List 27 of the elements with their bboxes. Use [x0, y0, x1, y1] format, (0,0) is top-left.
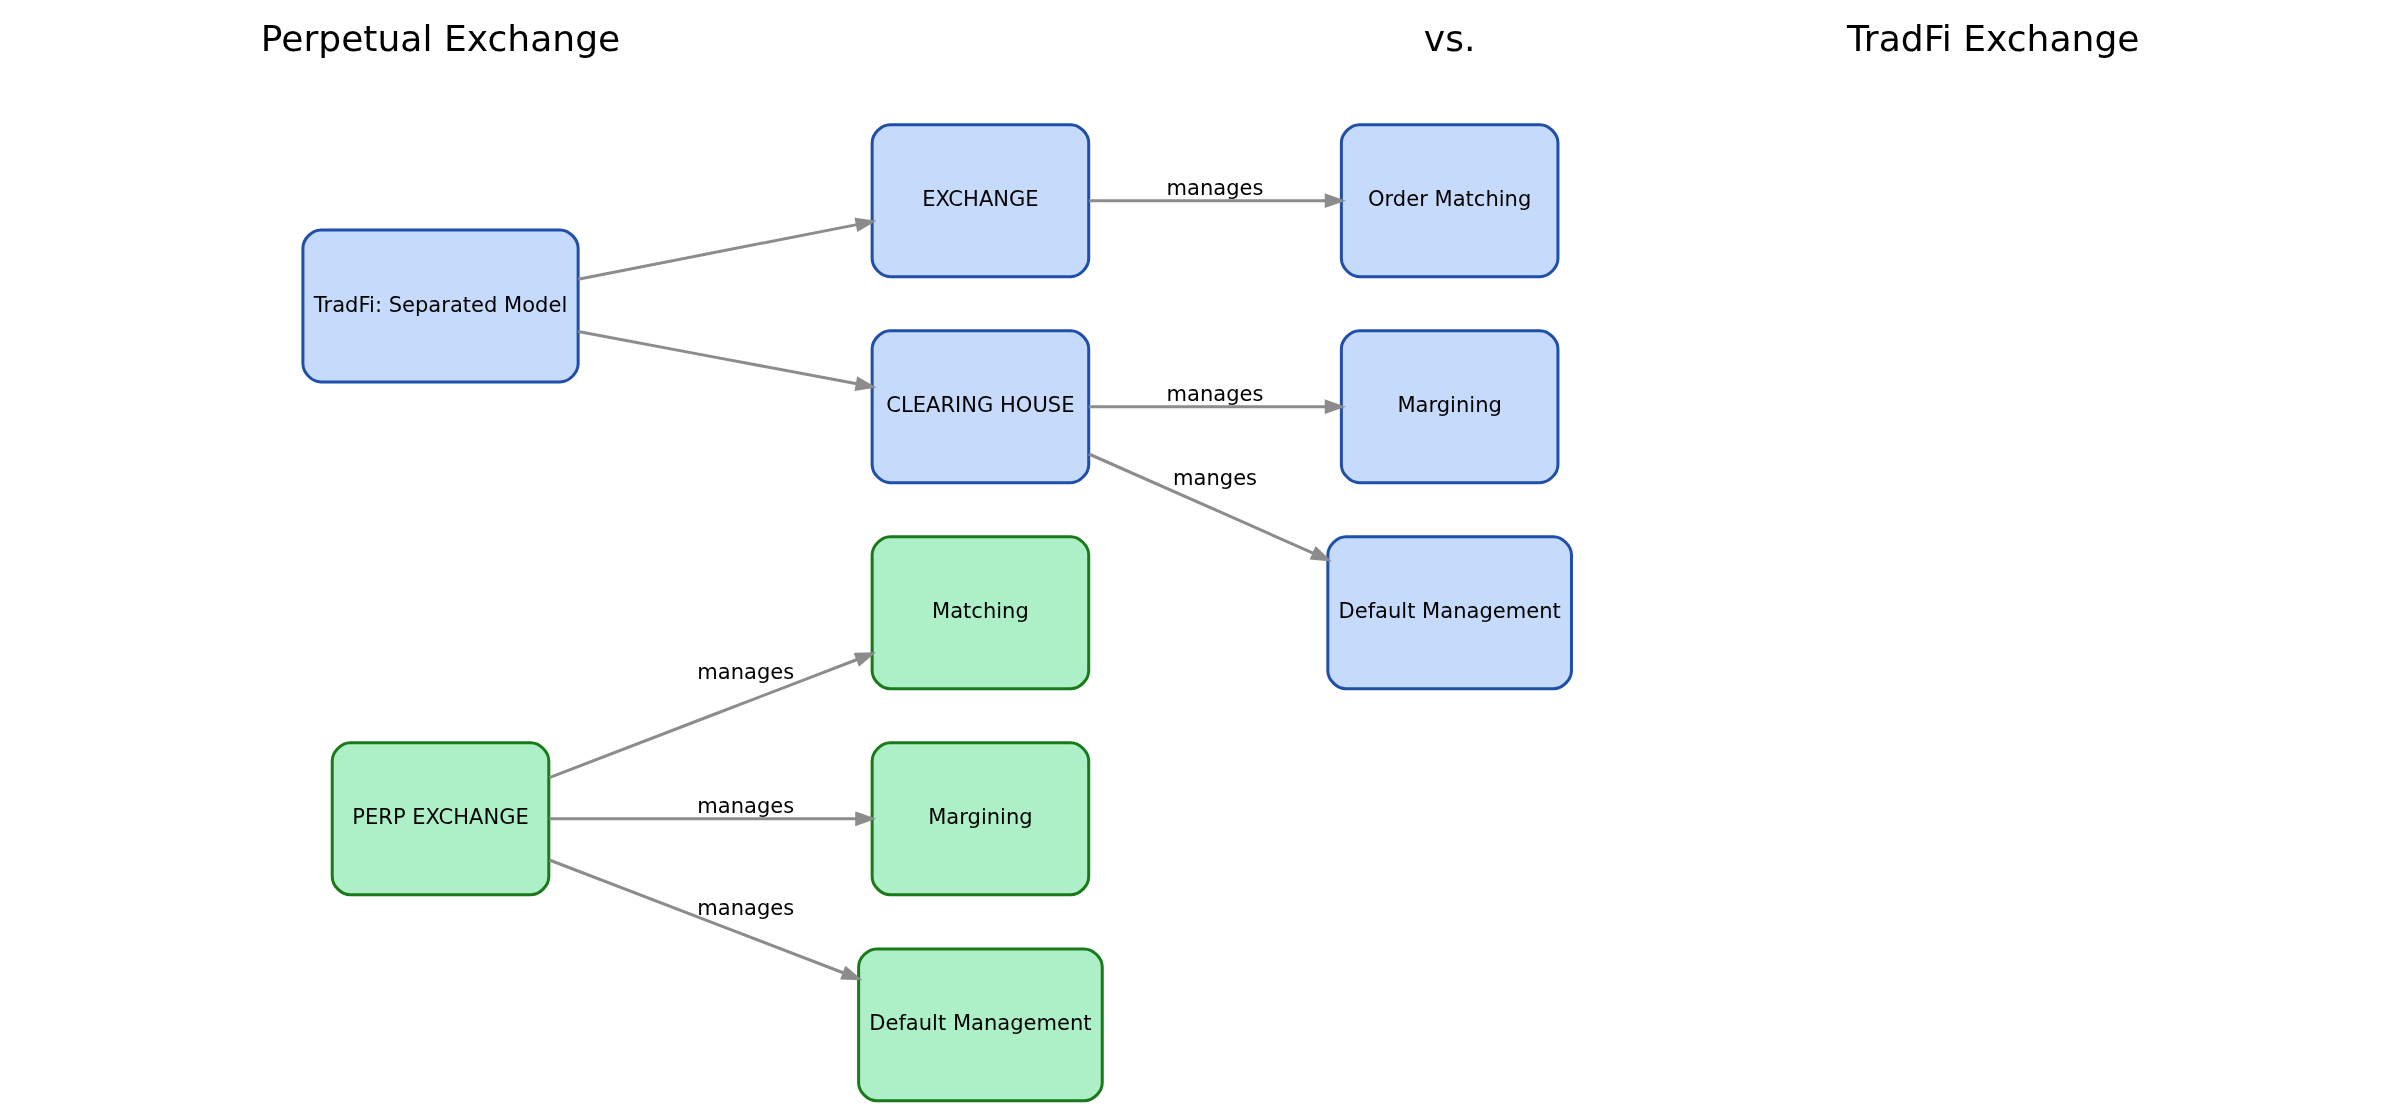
arrow [548, 652, 876, 779]
edge-label: manages [697, 659, 795, 685]
node-box: EXCHANGE [870, 123, 1091, 279]
arrow [1088, 193, 1346, 209]
arrow [548, 858, 863, 981]
edge-label: manages [1166, 174, 1264, 200]
node-box: CLEARING HOUSE [870, 329, 1091, 485]
label: vs. [1423, 17, 1476, 60]
edge-label: manages [697, 793, 795, 819]
node-box: TradFi: Separated Model [301, 228, 580, 384]
arrow [1088, 399, 1346, 415]
arrow [577, 330, 877, 391]
label: Perpetual Exchange [260, 17, 621, 60]
label: TradFi Exchange [1847, 17, 2140, 60]
arrow [549, 811, 877, 827]
edge-label: manges [1173, 465, 1258, 491]
node-box: Margining [1339, 329, 1560, 485]
node-box: PERP EXCHANGE [330, 741, 551, 897]
node-box: Margining [870, 741, 1091, 897]
node-box: Default Management [857, 947, 1104, 1103]
edge-label: manages [1166, 381, 1264, 407]
node-box: Matching [870, 535, 1091, 691]
arrow [1088, 452, 1332, 562]
node-box: Order Matching [1339, 123, 1560, 279]
node-box: Default Management [1326, 535, 1573, 691]
edge-label: manages [697, 895, 795, 921]
arrow [577, 217, 877, 281]
